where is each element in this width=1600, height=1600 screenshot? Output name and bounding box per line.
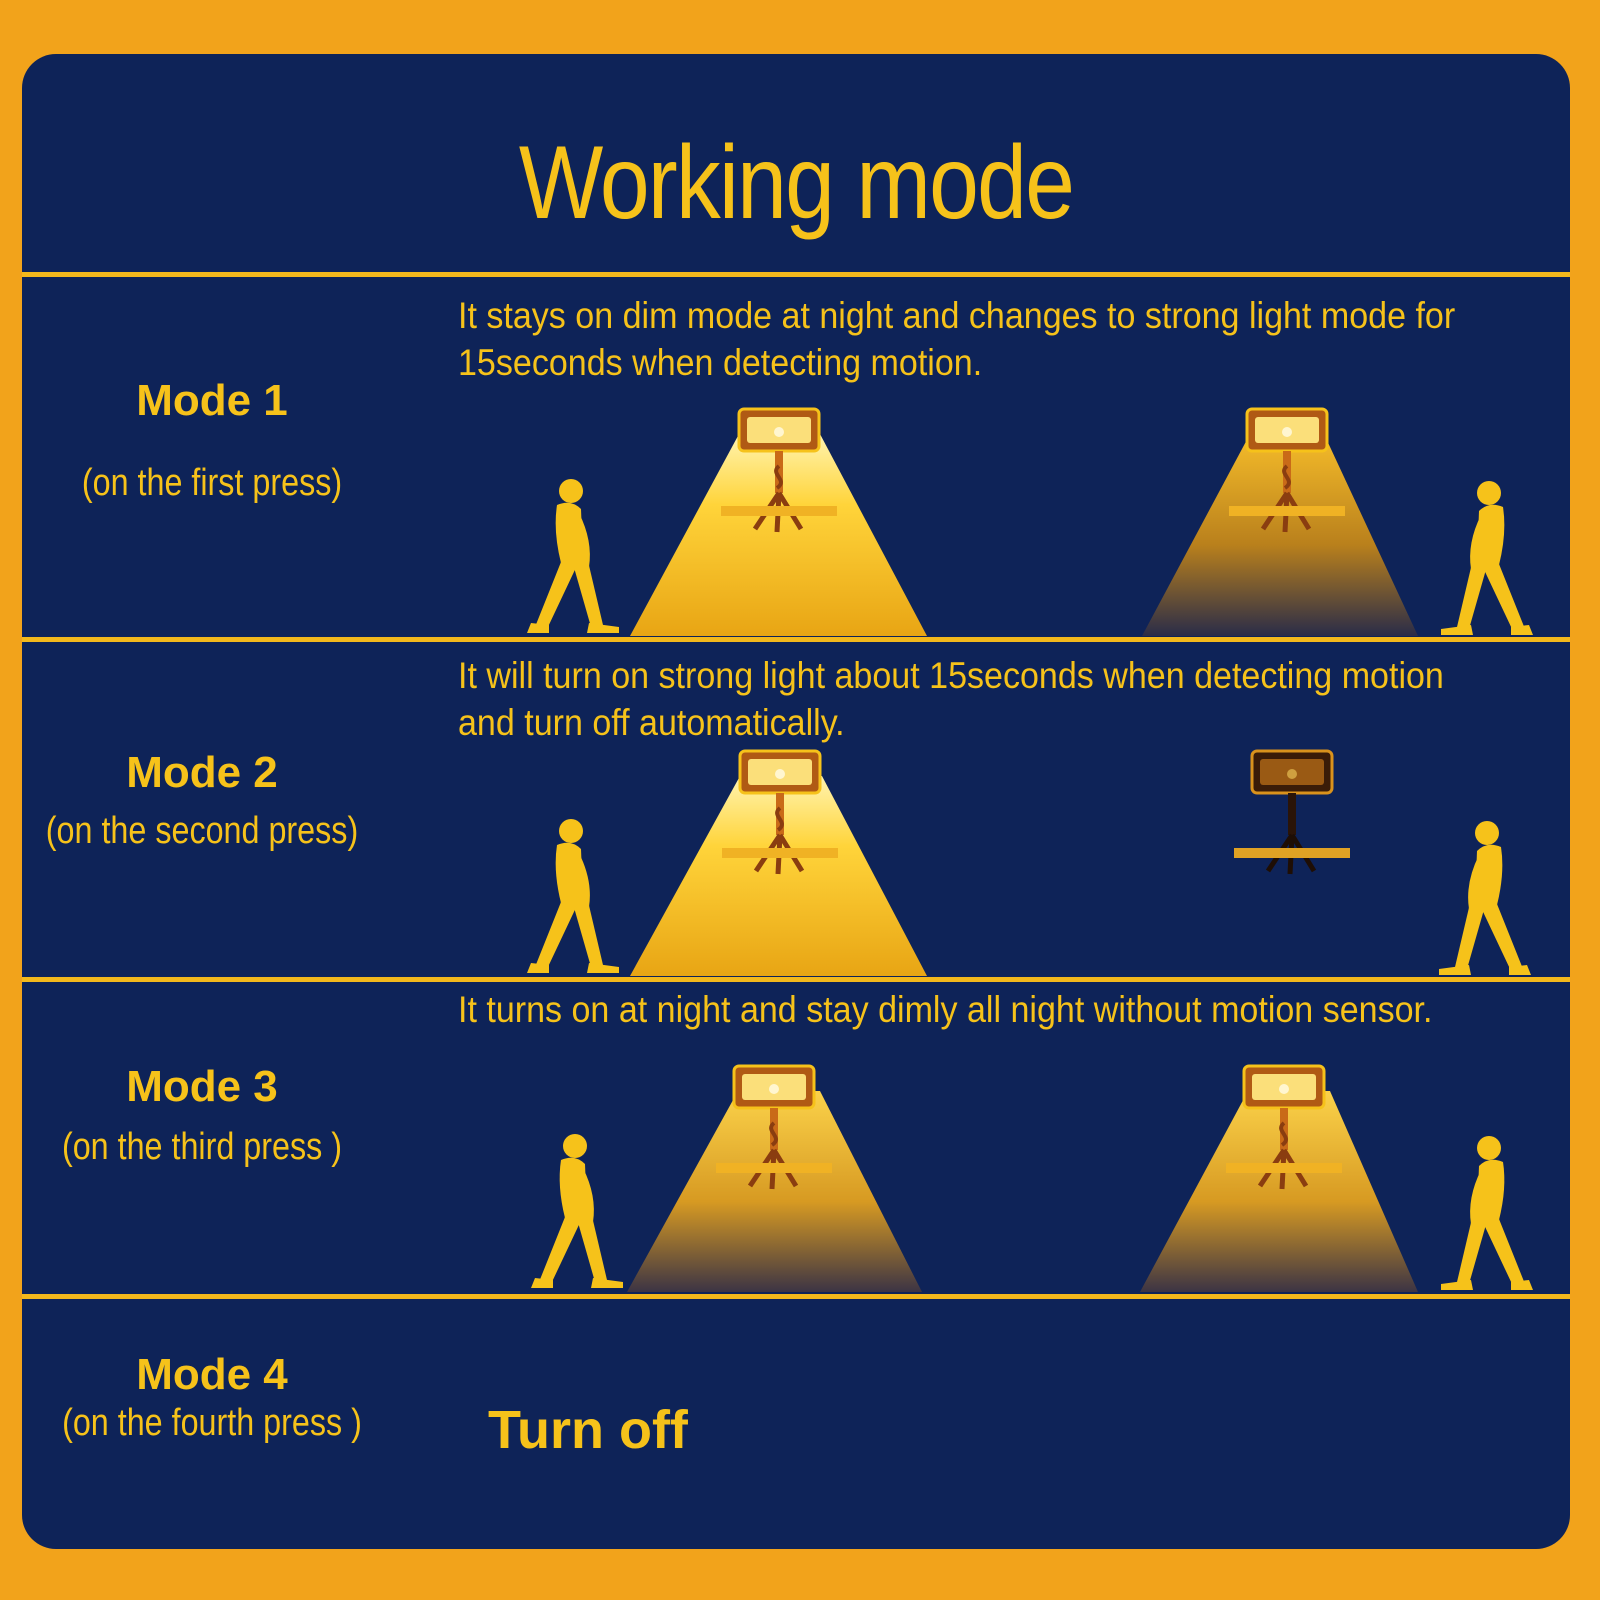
divider	[22, 637, 1570, 642]
dim-light-beam	[627, 1091, 922, 1292]
strong-light-beam	[630, 776, 927, 976]
dim-light-beam	[1140, 1091, 1418, 1292]
mode-1-label: Mode 1 (on the first press)	[22, 376, 402, 505]
mode-name: Mode 2	[126, 748, 278, 797]
divider	[22, 977, 1570, 982]
solar-lamp-off-icon	[1234, 751, 1350, 874]
divider	[22, 1294, 1570, 1299]
walking-person-icon	[1441, 1136, 1533, 1290]
mode-press: (on the fourth press )	[62, 1402, 362, 1444]
mode-press: (on the third press )	[61, 1126, 343, 1168]
mode-3-description: It turns on at night and stay dimly all …	[458, 989, 1433, 1030]
walking-person-icon	[527, 819, 619, 973]
strong-light-beam	[630, 434, 927, 636]
mode-name: Mode 3	[126, 1062, 278, 1111]
mode-press: (on the first press)	[81, 462, 343, 504]
mode-press: (on the second press)	[45, 810, 359, 852]
divider	[22, 272, 1570, 277]
mode-2-label: Mode 2 (on the second press)	[22, 748, 392, 853]
mode-4-label: Mode 4 (on the fourth press )	[22, 1350, 402, 1445]
walking-person-icon	[1441, 481, 1533, 635]
mode-3-label: Mode 3 (on the third press )	[22, 1062, 392, 1169]
walking-person-icon	[527, 479, 619, 633]
mode-2-description: It will turn on strong light about 15sec…	[458, 655, 1444, 743]
mode-name: Mode 1	[136, 376, 288, 425]
mode-name: Mode 4	[136, 1350, 288, 1399]
mode-4-description: Turn off	[488, 1400, 688, 1460]
page-title: Working mode	[518, 125, 1075, 241]
working-mode-panel: Working mode	[22, 54, 1570, 1549]
mode-1-description: It stays on dim mode at night and change…	[458, 295, 1456, 383]
dim-light-beam	[1142, 434, 1418, 636]
walking-person-icon	[1439, 821, 1531, 975]
walking-person-icon	[531, 1134, 623, 1288]
scene-graphics	[527, 54, 1533, 1292]
